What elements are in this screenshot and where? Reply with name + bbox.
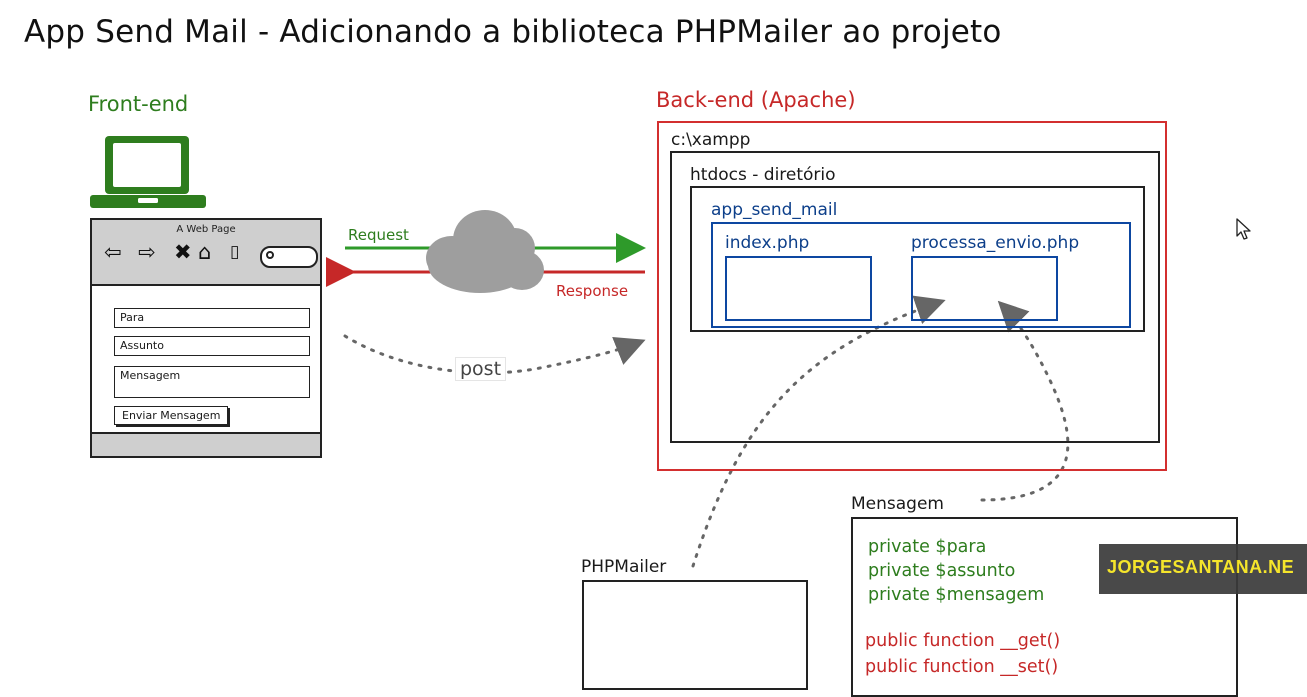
back-arrow-icon[interactable]: ⇦ bbox=[104, 240, 122, 264]
phpmailer-box bbox=[582, 580, 808, 690]
send-message-button[interactable]: Enviar Mensagem bbox=[114, 406, 229, 425]
app-send-mail-label: app_send_mail bbox=[711, 200, 838, 220]
method-get: public function __get() bbox=[865, 631, 1061, 651]
backend-label: Back-end (Apache) bbox=[656, 88, 856, 112]
frontend-label: Front-end bbox=[88, 92, 189, 116]
response-label: Response bbox=[556, 282, 629, 300]
post-connector bbox=[343, 334, 646, 375]
stop-icon[interactable]: ✖ bbox=[174, 240, 192, 264]
browser-page-title: A Web Page bbox=[176, 224, 236, 235]
watermark-text: JORGESANTANA.NE bbox=[1107, 557, 1295, 577]
search-icon bbox=[266, 251, 274, 259]
method-set: public function __set() bbox=[865, 657, 1059, 677]
browser-statusbar bbox=[92, 432, 320, 456]
home-icon[interactable]: ⌂ bbox=[198, 240, 212, 264]
search-input[interactable] bbox=[260, 246, 318, 268]
page-title: App Send Mail - Adicionando a biblioteca… bbox=[24, 14, 1002, 50]
mouse-cursor-icon bbox=[1236, 218, 1251, 240]
request-label: Request bbox=[348, 226, 409, 244]
browser-toolbar: A Web Page ⇦ ⇨ ✖ ⌂ ▯ bbox=[92, 220, 320, 286]
watermark-badge: JORGESANTANA.NE bbox=[1099, 544, 1307, 594]
xampp-folder bbox=[670, 151, 1160, 443]
index-php-file bbox=[725, 256, 872, 321]
index-php-label: index.php bbox=[725, 233, 810, 253]
post-label: post bbox=[455, 357, 507, 381]
mensagem-class-label: Mensagem bbox=[851, 494, 944, 514]
laptop-icon bbox=[90, 136, 206, 208]
forward-arrow-icon[interactable]: ⇨ bbox=[138, 240, 156, 264]
processa-envio-file bbox=[911, 256, 1058, 321]
browser-window: A Web Page ⇦ ⇨ ✖ ⌂ ▯ Para Assunto Mensag… bbox=[90, 218, 322, 458]
assunto-field[interactable]: Assunto bbox=[114, 336, 310, 356]
mensagem-field[interactable]: Mensagem bbox=[114, 366, 310, 398]
para-field[interactable]: Para bbox=[114, 308, 310, 328]
page-icon[interactable]: ▯ bbox=[230, 242, 240, 262]
phpmailer-label: PHPMailer bbox=[581, 557, 667, 577]
attribute-assunto: private $assunto bbox=[868, 561, 1016, 581]
htdocs-folder bbox=[690, 186, 1145, 332]
htdocs-label: htdocs - diretório bbox=[690, 165, 836, 185]
attribute-mensagem: private $mensagem bbox=[868, 585, 1045, 605]
cloud-icon bbox=[426, 210, 544, 293]
mensagem-class-box: private $para private $assunto private $… bbox=[851, 517, 1238, 697]
processa-envio-label: processa_envio.php bbox=[911, 233, 1080, 253]
backend-container bbox=[657, 121, 1167, 471]
phpmailer-connector bbox=[691, 295, 946, 568]
app-send-mail-folder bbox=[711, 222, 1131, 328]
attribute-para: private $para bbox=[868, 537, 987, 557]
diagram-connectors bbox=[326, 210, 1070, 568]
xampp-label: c:\xampp bbox=[671, 130, 751, 150]
